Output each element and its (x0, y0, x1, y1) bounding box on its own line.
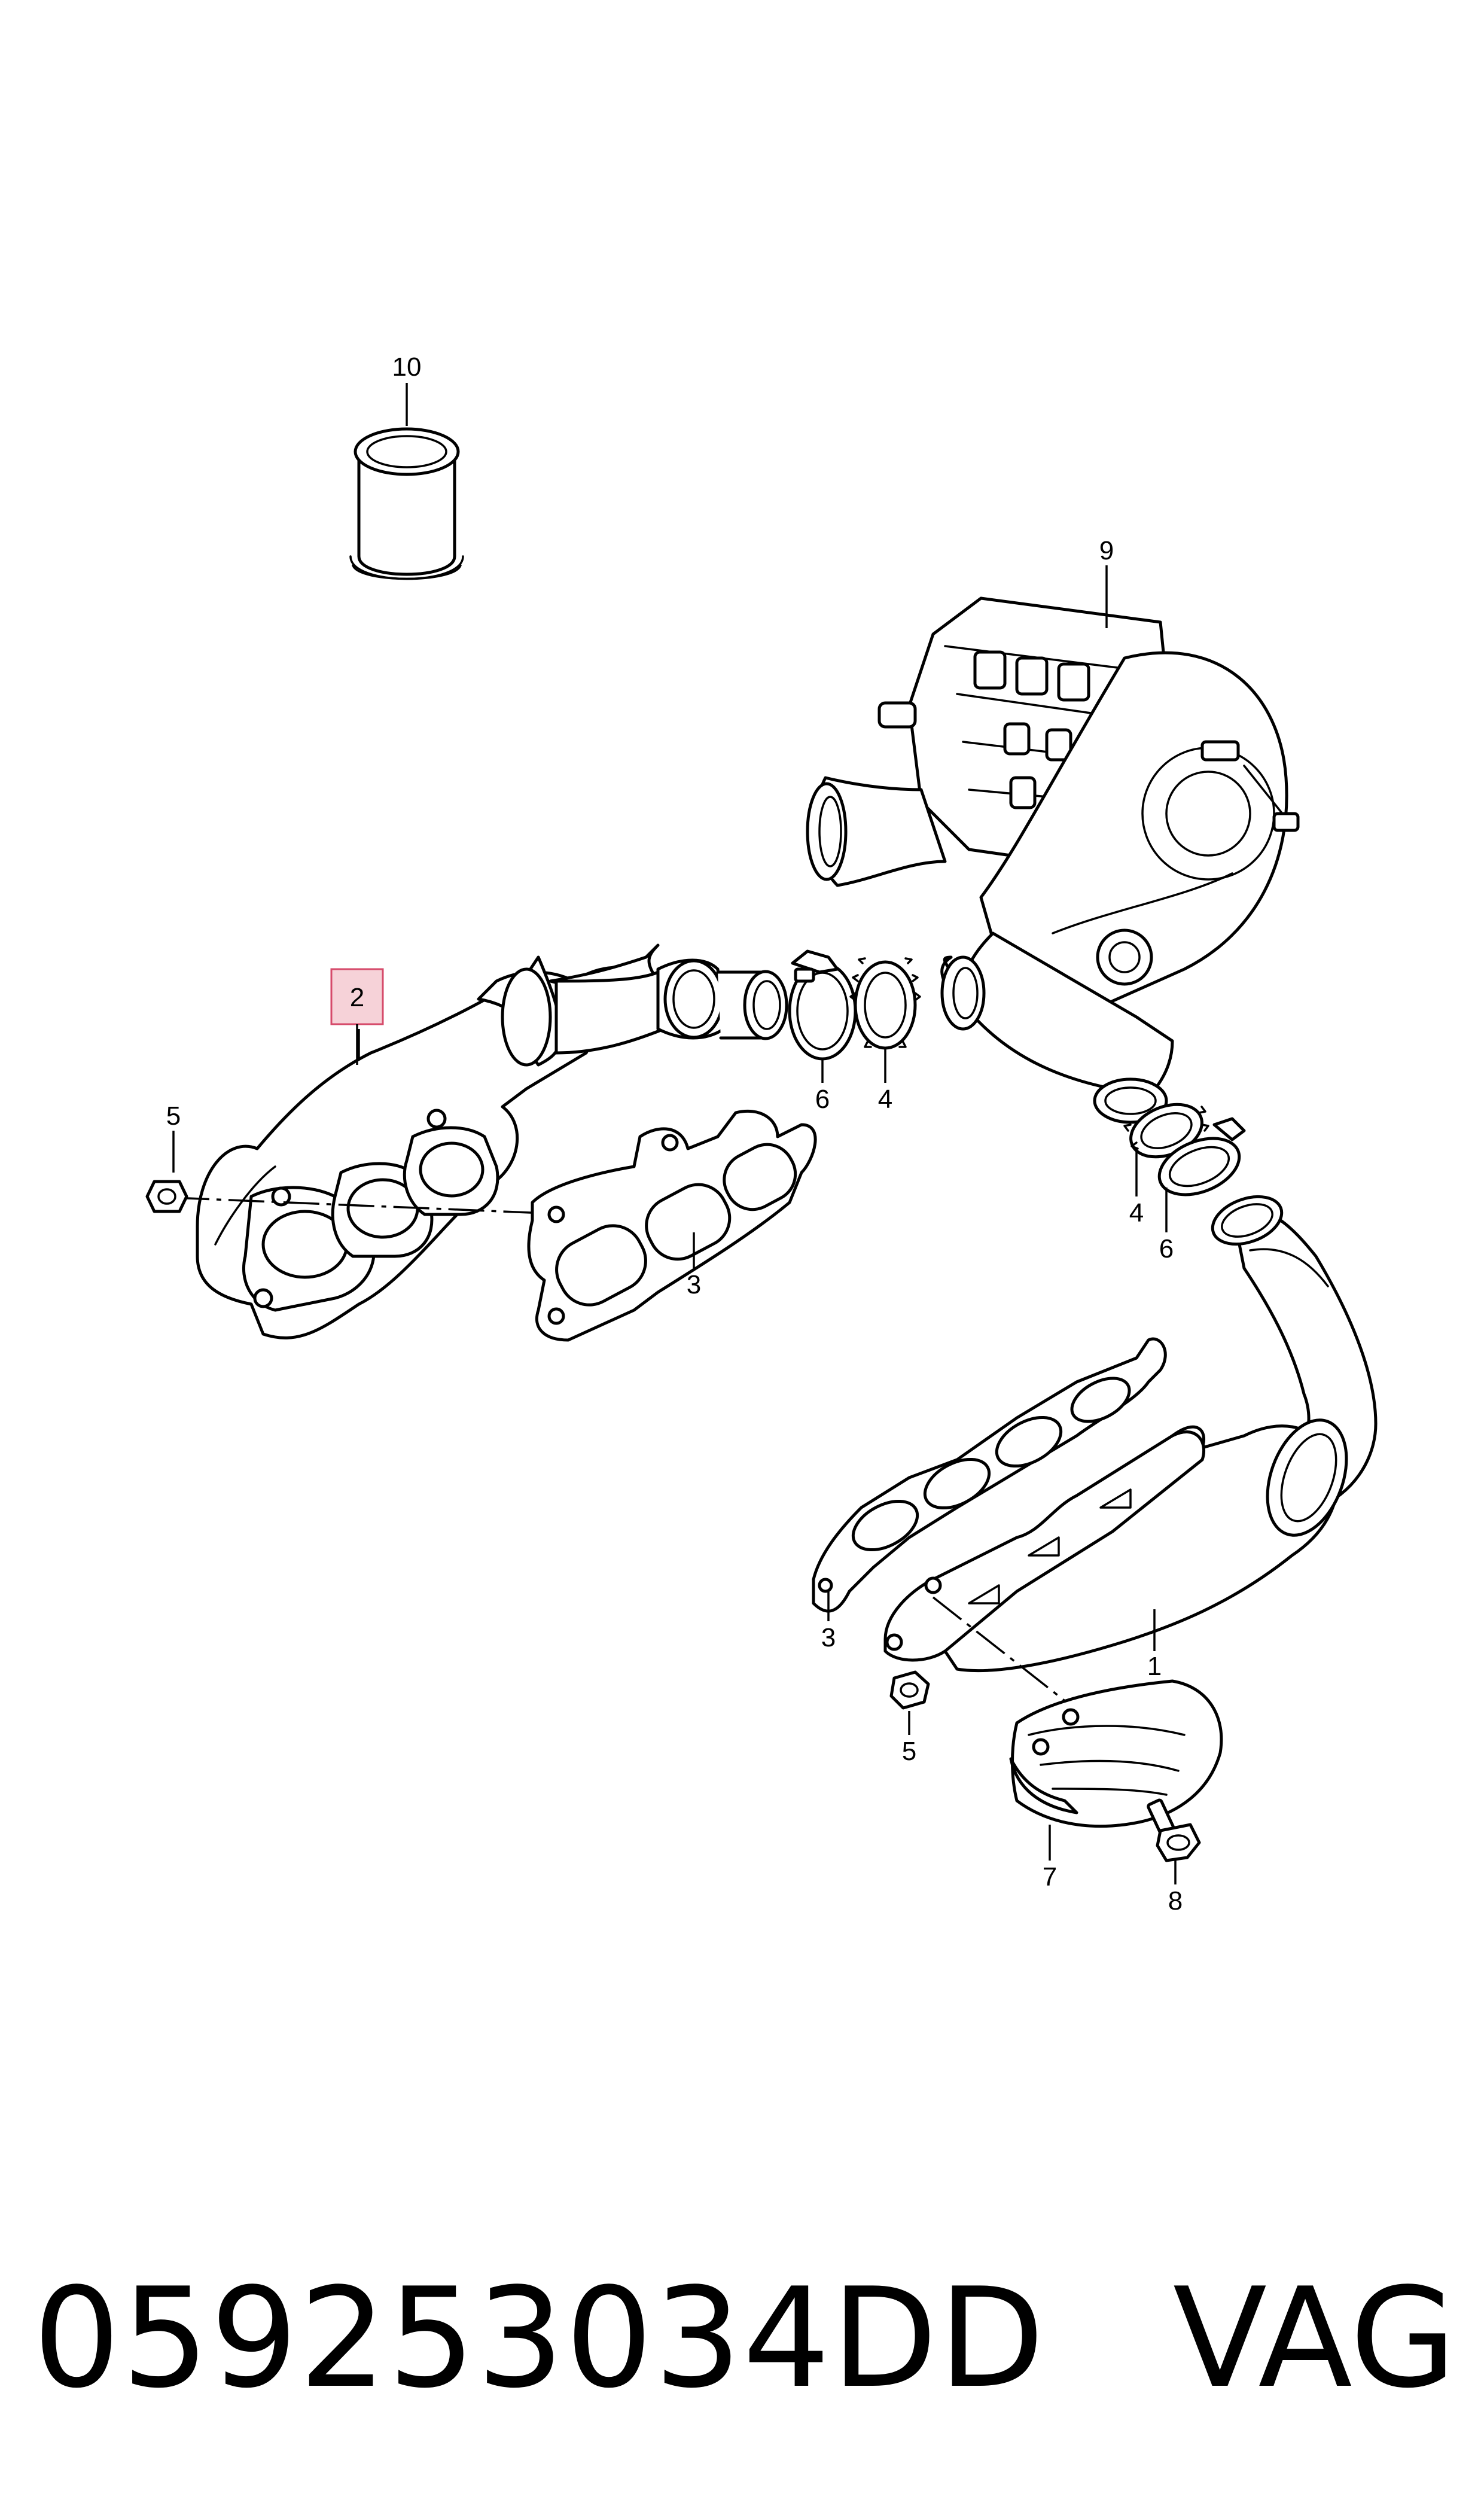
part-caption: 059253034DD VAG (33, 2249, 1456, 2429)
callout-2-highlight (330, 968, 384, 1025)
callout-6-right: 6 (1159, 1234, 1174, 1263)
part-1-exhaust-manifold-right (883, 1195, 1378, 1673)
callout-6-top: 6 (815, 1085, 830, 1114)
callout-3-left: 3 (687, 1270, 701, 1299)
part-7-heat-shield (1009, 1679, 1223, 1861)
callout-2: 2 (350, 983, 364, 1012)
callout-4-right: 4 (1129, 1198, 1144, 1228)
part-6-clamp-top (788, 949, 857, 1083)
callout-3-right: 3 (821, 1623, 836, 1652)
part-number: 059253034DD (33, 2259, 1046, 2419)
callout-1: 1 (1147, 1652, 1162, 1681)
part-10-sleeve (349, 383, 464, 580)
part-4-seal-ring-top (849, 957, 921, 1083)
callout-5-left: 5 (166, 1101, 181, 1131)
part-5-nut-right (889, 1670, 930, 1735)
exploded-parts-diagram: 10 9 2 5 6 4 3 4 6 3 1 5 7 8 (145, 352, 1378, 1916)
brand-name: VAG (1172, 2259, 1456, 2419)
part-3-gasket-left (527, 1109, 817, 1342)
callout-7: 7 (1043, 1862, 1057, 1892)
callout-4-top: 4 (878, 1085, 892, 1114)
callout-10: 10 (392, 352, 422, 382)
callout-5-right: 5 (902, 1737, 916, 1766)
callout-9: 9 (1099, 536, 1114, 565)
part-9-turbocharger (806, 565, 1300, 1124)
callout-8: 8 (1168, 1886, 1183, 1916)
assembly-axis-left (173, 1196, 545, 1214)
part-3-gasket-right (812, 1337, 1167, 1621)
part-2-exhaust-manifold-left (196, 943, 788, 1339)
part-8-bolt (1147, 1798, 1201, 1884)
part-6-clamp-right (1157, 1117, 1246, 1232)
part-5-nut-left (145, 1131, 188, 1213)
